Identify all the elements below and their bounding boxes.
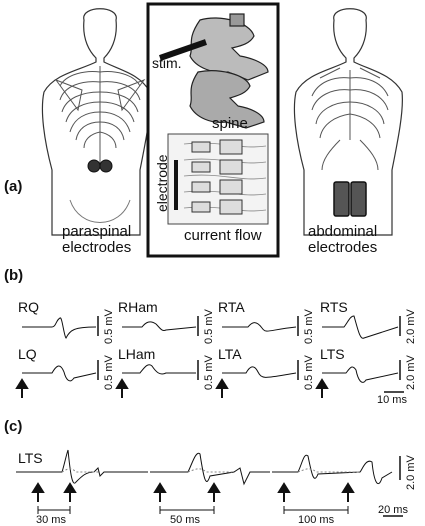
front-rib-cage (311, 67, 389, 171)
interval-label-50ms: 50 ms (170, 514, 200, 526)
abdominal-label-line2: electrodes (308, 239, 378, 256)
paraspinal-label-line2: electrodes (62, 239, 132, 256)
trace-lta (222, 366, 297, 378)
trace-c-50ms (150, 452, 270, 486)
overlay-traces-c (61, 468, 360, 473)
stimulation-probe (159, 39, 207, 61)
paraspinal-electrodes (87, 159, 113, 173)
front-torso-figure (293, 8, 403, 236)
current-flow-vertebral-bodies (191, 139, 243, 215)
muscle-label-lta: LTA (218, 346, 242, 362)
trace-lts (322, 366, 399, 383)
panel-label-b: (b) (4, 267, 24, 284)
spine-label: spine (212, 115, 248, 132)
muscle-label-lq: LQ (18, 346, 37, 362)
trace-rq (22, 317, 97, 339)
muscle-label-rts: RTS (320, 299, 348, 315)
interval-brackets-c (37, 506, 349, 514)
back-rib-cage (54, 66, 146, 165)
spine-vertebrae (189, 13, 269, 129)
stim-arrows-b (15, 378, 329, 398)
abdominal-electrodes (333, 181, 367, 217)
trace-rts (322, 315, 399, 339)
amp-scale-label-c: 2.0 mV (405, 455, 417, 490)
muscle-label-rta: RTA (218, 299, 245, 315)
time-scale-label-b: 10 ms (377, 394, 407, 406)
current-flow-label: current flow (184, 227, 262, 244)
amplitude-scale-bars-b (97, 316, 404, 393)
muscle-label-lham: LHam (118, 346, 156, 362)
trace-c-100ms (272, 454, 393, 484)
paraspinal-label-line1: paraspinal (62, 223, 132, 240)
time-scale-label-c: 20 ms (378, 504, 408, 516)
muscle-label-rq: RQ (18, 299, 39, 315)
panel-label-a: (a) (4, 178, 23, 195)
trace-rta (222, 322, 297, 332)
muscle-label-rham: RHam (118, 299, 158, 315)
muscle-label-lts: LTS (320, 346, 345, 362)
interval-label-100ms: 100 ms (298, 514, 335, 526)
trace-c-30ms (16, 449, 148, 484)
panel-label-c: (c) (4, 418, 23, 435)
muscle-label-c: LTS (18, 450, 43, 466)
stim-arrows-c (31, 482, 355, 502)
trace-lq (22, 365, 97, 382)
interval-label-30ms: 30 ms (36, 514, 66, 526)
stim-label: stim. (152, 55, 182, 71)
abdominal-label-line1: abdominal (308, 223, 378, 240)
trace-rham (122, 321, 197, 331)
trace-lham (122, 364, 196, 375)
